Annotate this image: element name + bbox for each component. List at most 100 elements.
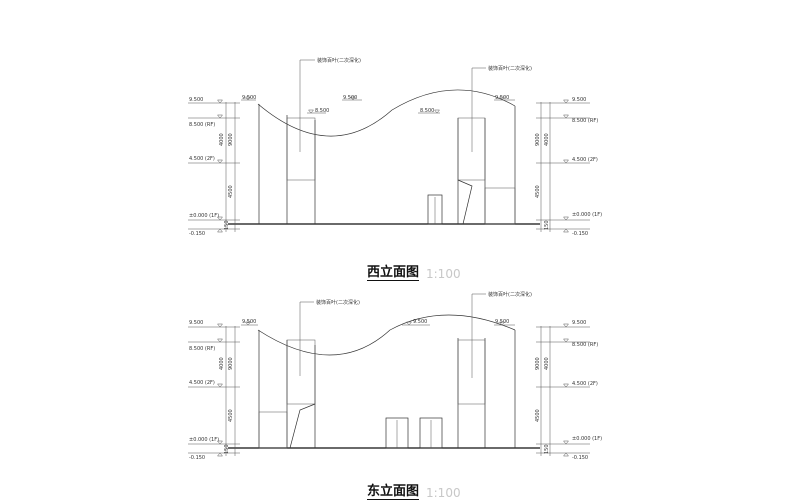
level-marker-icon <box>536 323 590 328</box>
roof-level-label: 9.500 <box>242 95 256 101</box>
level-marker-icon <box>536 440 590 445</box>
level-marker-icon <box>188 452 240 457</box>
level-label: 8.500 (RF) <box>572 118 598 124</box>
level-marker-icon <box>307 109 326 114</box>
west-elevation: 装饰百叶(二次深化) 装饰百叶(二次深化) 9.500 8.500 9.500 … <box>188 57 602 237</box>
level-marker-icon <box>188 323 240 328</box>
dim-label: 150 <box>544 444 550 454</box>
dim-label: 4000 <box>544 133 550 146</box>
level-label: ±0.000 (1F) <box>572 212 602 218</box>
west-wall-hatch <box>484 187 516 225</box>
dim-label: 4500 <box>535 409 541 422</box>
level-marker-icon <box>494 96 515 101</box>
west-roof-curve <box>257 89 516 137</box>
level-marker-icon <box>536 159 590 164</box>
level-marker-icon <box>494 321 515 326</box>
level-marker-icon <box>536 99 590 104</box>
east-roof-curve <box>257 314 516 356</box>
level-label: -0.150 <box>572 455 588 461</box>
dim-label: 9000 <box>228 357 234 370</box>
level-marker-icon <box>188 228 240 233</box>
level-label: 9.500 <box>572 97 586 103</box>
dim-label: 9000 <box>535 133 541 146</box>
level-marker-icon <box>188 338 240 343</box>
level-label: 4.500 (2F) <box>572 381 598 387</box>
level-label: 8.500 (RF) <box>572 342 598 348</box>
level-marker-icon <box>188 114 240 119</box>
west-sloped-wall <box>457 179 473 225</box>
level-marker-icon <box>342 96 362 101</box>
level-label: 9.500 <box>572 320 586 326</box>
level-marker-icon <box>188 440 240 445</box>
west-roof-levels: 9.500 8.500 9.500 8.500 9.500 <box>241 95 515 114</box>
level-marker-icon <box>536 228 590 233</box>
level-label: ±0.000 (1F) <box>189 437 219 443</box>
level-marker-icon <box>402 321 430 326</box>
east-sloped-wall <box>289 403 316 449</box>
level-marker-icon <box>241 321 258 326</box>
dim-label: 9000 <box>228 133 234 146</box>
level-label: 8.500 (RF) <box>189 346 215 352</box>
east-left-levels: 9.500 8.500 (RF) 4.500 (2F) ±0.000 (1F) … <box>188 320 240 461</box>
dim-label: 150 <box>224 220 230 230</box>
level-marker-icon <box>536 383 590 388</box>
east-elevation: 装饰百叶(二次深化) 装饰百叶(二次深化) 9.500 9.500 9.500 … <box>188 291 602 461</box>
level-label: 9.500 <box>189 97 203 103</box>
level-marker-icon <box>241 96 256 101</box>
east-callout-left: 装饰百叶(二次深化) <box>316 299 360 306</box>
dim-label: 9000 <box>535 357 541 370</box>
roof-level-label: 8.500 <box>420 108 434 114</box>
west-louver-left <box>286 117 316 181</box>
level-marker-icon <box>536 338 590 343</box>
level-label: ±0.000 (1F) <box>572 436 602 442</box>
east-roof-levels: 9.500 9.500 9.500 <box>241 319 515 326</box>
level-marker-icon <box>188 383 240 388</box>
level-label: -0.150 <box>189 231 205 237</box>
roof-level-label: 8.500 <box>315 108 329 114</box>
dim-label: 4500 <box>228 185 234 198</box>
dim-label: 150 <box>544 220 550 230</box>
east-callout-right: 装饰百叶(二次深化) <box>488 291 532 298</box>
east-callout-leader-left <box>299 301 314 376</box>
level-label: 4.500 (2F) <box>189 156 215 162</box>
roof-level-label: 9.500 <box>343 95 357 101</box>
west-callout-right: 装饰百叶(二次深化) <box>488 65 532 72</box>
west-callout-left: 装饰百叶(二次深化) <box>317 57 361 64</box>
west-elevation-scale: 1:100 <box>426 267 461 281</box>
east-right-levels: 9.500 8.500 (RF) 4.500 (2F) ±0.000 (1F) … <box>535 320 602 461</box>
west-elevation-title: 西立面图 <box>367 265 420 281</box>
level-marker-icon <box>188 159 240 164</box>
west-right-levels: 9.500 8.500 (RF) 4.500 (2F) ±0.000 (1F) … <box>535 97 602 237</box>
level-marker-icon <box>188 216 240 221</box>
east-elevation-scale: 1:100 <box>426 486 461 500</box>
roof-level-label: 9.500 <box>495 95 509 101</box>
dim-label: 4000 <box>219 357 225 370</box>
east-elevation-title: 东立面图 <box>367 484 420 500</box>
dim-label: 4500 <box>535 185 541 198</box>
dim-label: 4500 <box>228 409 234 422</box>
level-marker-icon <box>536 452 590 457</box>
west-louver-right <box>457 117 486 181</box>
roof-level-label: 9.500 <box>413 319 427 325</box>
west-left-levels: 9.500 8.500 (RF) 4.500 (2F) ±0.000 (1F) … <box>188 97 240 237</box>
level-label: 9.500 <box>189 320 203 326</box>
level-label: ±0.000 (1F) <box>189 213 219 219</box>
dim-label: 150 <box>224 444 230 454</box>
east-callout-leader-right <box>471 293 486 378</box>
west-callout-leader-left <box>299 59 315 152</box>
level-label: -0.150 <box>189 455 205 461</box>
dim-label: 4000 <box>544 357 550 370</box>
level-marker-icon <box>188 99 240 104</box>
west-callout-leader-right <box>471 67 486 152</box>
level-marker-icon <box>536 216 590 221</box>
east-wall-hatch <box>258 411 288 449</box>
level-label: -0.150 <box>572 231 588 237</box>
level-label: 4.500 (2F) <box>572 157 598 163</box>
level-label: 4.500 (2F) <box>189 380 215 386</box>
level-label: 8.500 (RF) <box>189 122 215 128</box>
east-louver-left <box>286 339 316 405</box>
level-marker-icon <box>418 109 441 114</box>
dim-label: 4000 <box>219 133 225 146</box>
east-louver-right <box>457 339 486 405</box>
